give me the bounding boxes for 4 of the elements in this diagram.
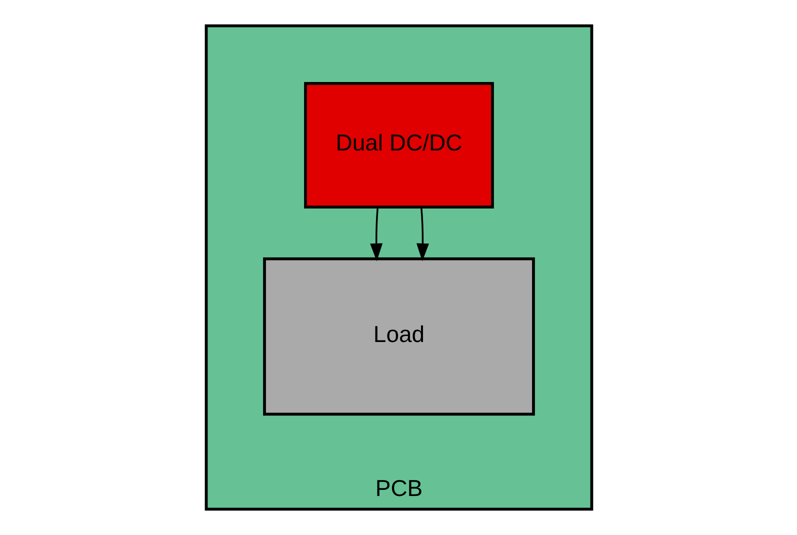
arrow — [416, 207, 428, 262]
node-box: Load — [262, 257, 534, 416]
arrow — [370, 207, 382, 262]
node-box: Dual DC/DC — [304, 82, 494, 209]
